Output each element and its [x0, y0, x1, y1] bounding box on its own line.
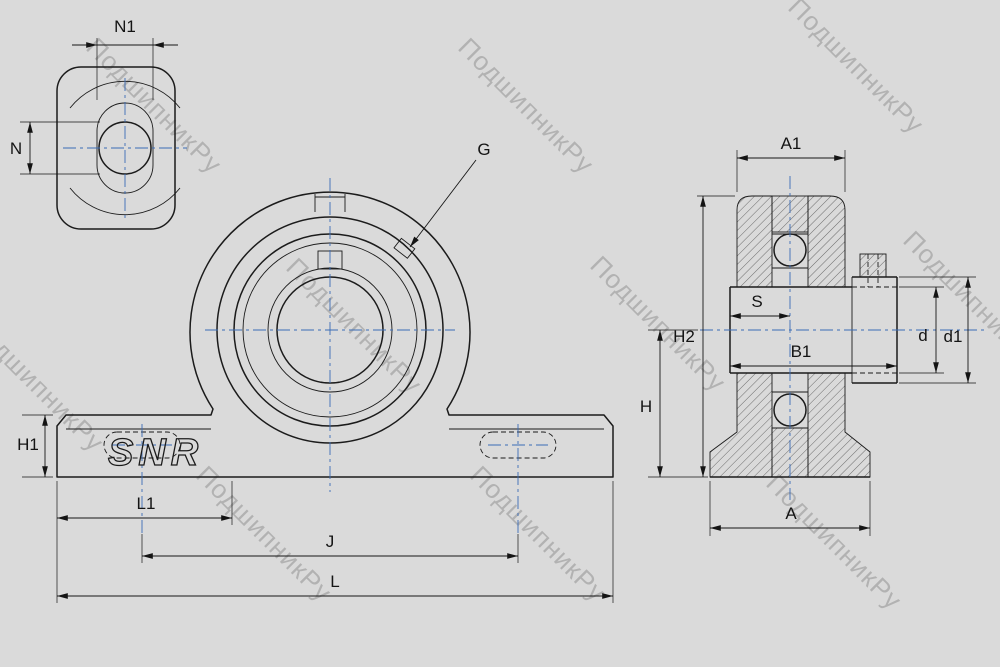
dim-label-l1: L1 [137, 494, 156, 513]
dimension-n1: N1 [72, 17, 178, 100]
dimension-l1: L1 [57, 481, 233, 525]
watermark-layer: ПодшипникРу ПодшипникРу ПодшипникРу Подш… [0, 0, 1000, 615]
dimension-a1: A1 [736, 134, 846, 192]
dimension-h: H [640, 329, 698, 477]
watermark-text: ПодшипникРу [453, 32, 601, 180]
leader-g: G [409, 140, 491, 248]
dimension-h2: H2 [648, 195, 735, 478]
watermark-text: ПодшипникРу [585, 250, 733, 398]
side-view: A1 H2 H S B1 d [640, 134, 985, 536]
brand-logo: SNR [108, 432, 203, 474]
section-top-right [807, 195, 846, 288]
dim-label-d1: d1 [944, 327, 963, 346]
watermark-text: ПодшипникРу [81, 32, 229, 180]
dim-label-a1: A1 [781, 134, 802, 153]
dimension-j: J [141, 532, 519, 563]
dim-label-g: G [477, 140, 490, 159]
dimension-d1: d1 [899, 276, 976, 384]
watermark-text: ПодшипникРу [898, 225, 1000, 373]
watermark-text: ПодшипникРу [783, 0, 931, 139]
top-view-lower-arc [69, 187, 181, 216]
section-bottom-right [807, 372, 871, 478]
dim-label-h: H [640, 397, 652, 416]
set-screw-boss [859, 253, 887, 278]
dim-label-h1: H1 [17, 435, 39, 454]
watermark-text: ПодшипникРу [191, 460, 339, 608]
watermark-text: ПодшипникРу [465, 460, 613, 608]
dimension-l: L [56, 481, 614, 603]
housing-outline [56, 191, 614, 478]
dimension-h1: H1 [17, 414, 53, 478]
dim-label-j: J [326, 532, 335, 551]
dim-label-n: N [10, 139, 22, 158]
dim-label-b1: B1 [791, 342, 812, 361]
dimension-a: A [709, 481, 871, 536]
watermark-text: ПодшипникРу [761, 468, 909, 616]
section-top-left [736, 195, 773, 288]
top-view: N1 N [10, 17, 187, 230]
dim-label-h2: H2 [673, 327, 695, 346]
dim-label-s: S [751, 292, 762, 311]
front-view: SNR G H1 L1 J [17, 140, 614, 603]
lubrication-hole [393, 237, 416, 259]
dimension-d: d [899, 286, 944, 374]
dim-label-l: L [330, 572, 339, 591]
dimension-b1: B1 [730, 342, 897, 369]
top-view-outline [56, 66, 176, 230]
dim-label-d: d [918, 326, 927, 345]
dimension-n: N [10, 121, 100, 175]
dimension-s: S [730, 292, 790, 319]
dim-label-a: A [785, 504, 797, 523]
dim-label-n1: N1 [114, 17, 136, 36]
